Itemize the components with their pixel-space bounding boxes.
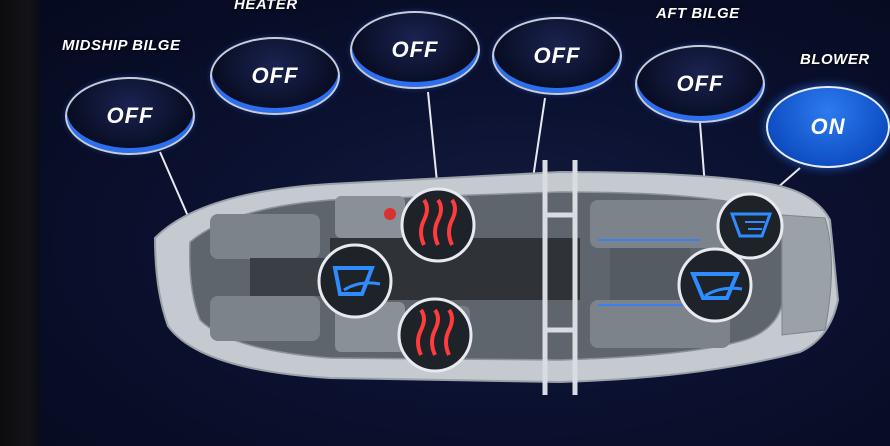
heater-icon bbox=[397, 297, 473, 373]
midship-bilge-toggle[interactable]: OFF bbox=[65, 77, 195, 155]
heater-icon bbox=[400, 187, 476, 263]
aft-bilge-toggle[interactable]: OFF bbox=[635, 45, 765, 123]
screen-bezel bbox=[0, 0, 40, 446]
midship-bilge-title: MIDSHIP BILGE bbox=[62, 37, 181, 54]
blower-toggle[interactable]: ON bbox=[766, 86, 890, 168]
blower-title: BLOWER bbox=[800, 51, 870, 68]
heater-toggle-2[interactable]: OFF bbox=[350, 11, 480, 89]
wake-tower bbox=[542, 160, 578, 395]
indicator-dot bbox=[384, 208, 396, 220]
bilge-pump-icon bbox=[317, 243, 393, 319]
aft-bilge-title: AFT BILGE bbox=[656, 5, 740, 22]
heater-title: HEATER bbox=[234, 0, 298, 13]
blower-icon bbox=[716, 192, 784, 260]
heater-toggle[interactable]: OFF bbox=[210, 37, 340, 115]
bilge-pump-icon bbox=[677, 247, 753, 323]
seat-heater-toggle[interactable]: OFF bbox=[492, 17, 622, 95]
